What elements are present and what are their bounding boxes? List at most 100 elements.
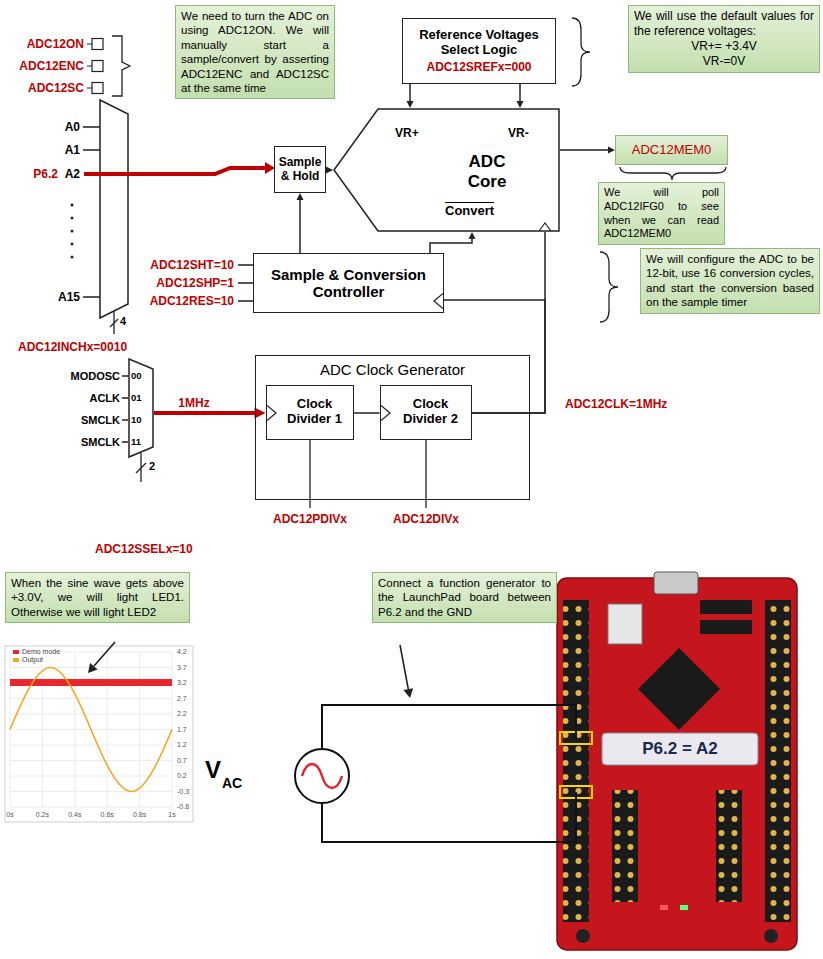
node-text: ADC Core: [457, 152, 517, 191]
connector: [472, 232, 546, 413]
arrowhead: [297, 193, 304, 200]
note-callout: We need to turn the ADC on using ADC12ON…: [175, 5, 335, 99]
axis-tick-label: 0.2s: [36, 811, 49, 819]
control-bit-symbol: [92, 61, 103, 72]
connector: [560, 147, 615, 154]
connector-line: [154, 411, 257, 415]
legend-label: Demo mode: [21, 648, 61, 656]
brace: [620, 167, 726, 180]
launchpad-board: [654, 572, 698, 594]
launchpad-board: [716, 790, 742, 902]
sine-chart: [5, 646, 193, 822]
callout-arrow: [88, 642, 413, 698]
selected-input-path: [84, 168, 266, 174]
node-text: We need to turn the ADC on using ADC12ON…: [181, 9, 329, 95]
axis-tick-label: 0.4s: [68, 811, 81, 819]
axis-tick-label: -0.3: [177, 788, 189, 796]
signal-label: ADC12SHT=10: [150, 258, 234, 272]
bracket: [112, 36, 130, 96]
signal-label: SMCLK: [81, 435, 120, 449]
arrowhead: [407, 101, 414, 108]
source-symbol-label: V: [205, 757, 221, 783]
control-bit-symbol: [87, 44, 92, 88]
launchpad-board: [612, 790, 638, 902]
connector: [326, 167, 333, 174]
mux-input-wire: [83, 127, 100, 297]
launchpad-board: [700, 620, 752, 634]
signal-label: P6.2: [33, 167, 58, 181]
brace: [600, 252, 618, 322]
control-bit-symbol: [92, 39, 103, 50]
leader-line: [310, 440, 426, 508]
legend-swatch: [13, 650, 19, 654]
axis-tick-label: 2.7: [177, 695, 187, 703]
clock-mux: 00011011: [128, 358, 154, 458]
node-text: 01: [131, 392, 142, 404]
note-callout: We will poll ADC12IFG0 to see when we ca…: [598, 182, 725, 245]
signal-label: ADC12RES=10: [150, 294, 234, 308]
core-outline: [334, 109, 559, 231]
node-text: 11: [131, 436, 141, 448]
signal-label: 2: [149, 459, 155, 473]
launchpad-board: [660, 905, 668, 910]
ellipsis-dots: [71, 204, 74, 259]
function-generator: [302, 764, 342, 788]
controller-box: Sample & Conversion Controller: [253, 253, 444, 313]
callout-arrow: [403, 688, 413, 698]
node-text: ADC Clock Generator: [256, 361, 529, 378]
arrowhead: [255, 408, 266, 419]
clock-input-symbol: [267, 405, 278, 421]
callout-arrow: [88, 663, 98, 673]
clock-input-symbol: [267, 405, 276, 420]
clock-source-wire: [122, 376, 128, 442]
legend-label: Output: [21, 656, 44, 664]
launchpad-board: [680, 905, 688, 910]
connector: [407, 84, 414, 108]
axis-tick-label: 0.2: [177, 772, 187, 780]
connector-line: [354, 412, 380, 414]
control-bit-symbol: [92, 83, 103, 94]
launchpad-board: [557, 572, 797, 950]
connector: [354, 413, 380, 414]
launchpad-board: [563, 600, 589, 922]
signal-label: ADC12SHP=1: [156, 276, 234, 290]
launchpad-board: [557, 578, 797, 950]
connector-line: [519, 84, 521, 102]
node-text: Clock Divider 1: [277, 397, 353, 427]
axis-tick-label: 1.7: [177, 726, 187, 734]
control-bit-symbol: [87, 39, 103, 94]
function-generator: [322, 705, 576, 842]
node-text: We will use the default values for the r…: [634, 9, 814, 39]
signal-label: ADC12PDIVx: [273, 512, 347, 526]
node-text: Sample & Hold: [275, 156, 325, 184]
node-text: VR-=0V: [634, 54, 814, 69]
launchpad-board: [764, 929, 778, 943]
signal-label: ADC12ENC: [19, 59, 84, 73]
sine-chart: [5, 646, 193, 822]
axis-tick-label: 0.6s: [101, 811, 114, 819]
connector-line: [409, 84, 411, 102]
node-text: VR+: [395, 126, 419, 140]
function-generator: [295, 705, 576, 842]
memory-register-box: ADC12MEM0: [615, 135, 728, 165]
signal-label: ADC12INCHx=0010: [18, 340, 127, 354]
ellipsis-dots: [71, 243, 74, 246]
axis-tick-label: 4.2: [177, 648, 187, 656]
arrowhead: [469, 232, 476, 239]
connector-line: [560, 149, 609, 151]
signal-label: ADC12ON: [27, 37, 84, 51]
note-callout: Connect a function generator to the Laun…: [372, 572, 557, 623]
clock-divider-box: Clock Divider 2: [380, 385, 472, 440]
clock-divider-box: Clock Divider 1: [266, 385, 354, 440]
signal-label: ACLK: [89, 391, 120, 405]
adc-core: VR+VR-ADC CoreConvert: [333, 108, 560, 232]
launchpad-board: [602, 733, 758, 765]
clock-input-symbol: [381, 405, 392, 421]
node-text: When the sine wave gets above +3.0V, we …: [11, 576, 184, 619]
axis-tick-label: -0.8: [177, 803, 189, 811]
signal-label: ADC12SSELx=10: [95, 542, 193, 556]
launchpad-board: [765, 600, 791, 922]
clock-input-symbol: [539, 223, 551, 231]
connector-line: [430, 238, 472, 253]
launchpad-board: [576, 929, 590, 943]
